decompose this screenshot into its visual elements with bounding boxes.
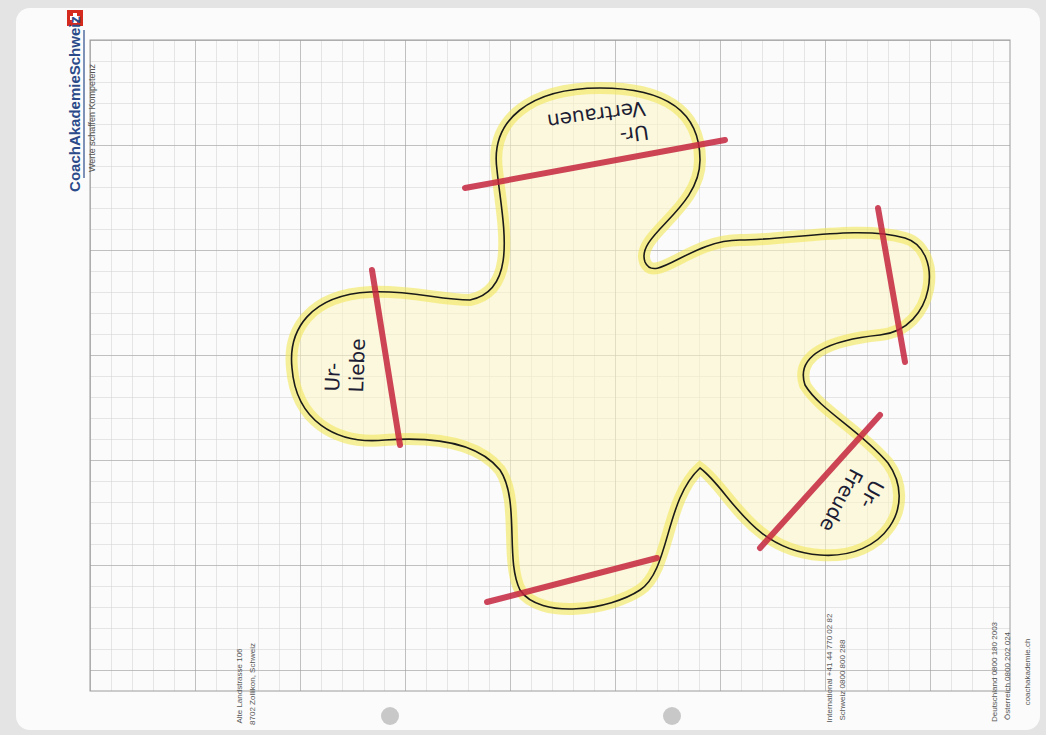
yellow-highlight [292, 88, 930, 609]
logo-slogan: Werte schaffen Kompetenz [88, 64, 98, 172]
website: coachakademie.ch [1024, 639, 1033, 706]
red-stroke [465, 140, 725, 188]
red-stroke [878, 208, 905, 362]
lobe-label: Ur- Liebe [320, 337, 370, 393]
paper-sheet [16, 8, 1040, 730]
blob-line [292, 88, 930, 609]
blob-shape: Ur- LiebeUr- VertrauenUr- Freude [280, 80, 950, 625]
grid-coarse [90, 40, 1010, 691]
logo-underline [83, 30, 84, 178]
logo-text: CoachAkademieSchweiz [67, 16, 84, 192]
grid-fine [90, 40, 1010, 691]
red-stroke [487, 558, 657, 602]
phone-line: Österreich 0800 202 024 [1004, 632, 1013, 720]
phone-line: Deutschland 0800 180 2003 [991, 622, 1000, 722]
phone-line: International +41 44 770 02 82 [826, 614, 835, 723]
red-stroke [372, 270, 400, 445]
address-line: 8702 Zollikon, Schweiz [249, 643, 258, 725]
address-line: Alte Landstrasse 106 [236, 648, 245, 723]
punch-hole [381, 707, 399, 725]
phone-line: Schweiz 0800 800 288 [839, 640, 848, 721]
blob-outline [280, 80, 950, 625]
punch-hole [663, 707, 681, 725]
